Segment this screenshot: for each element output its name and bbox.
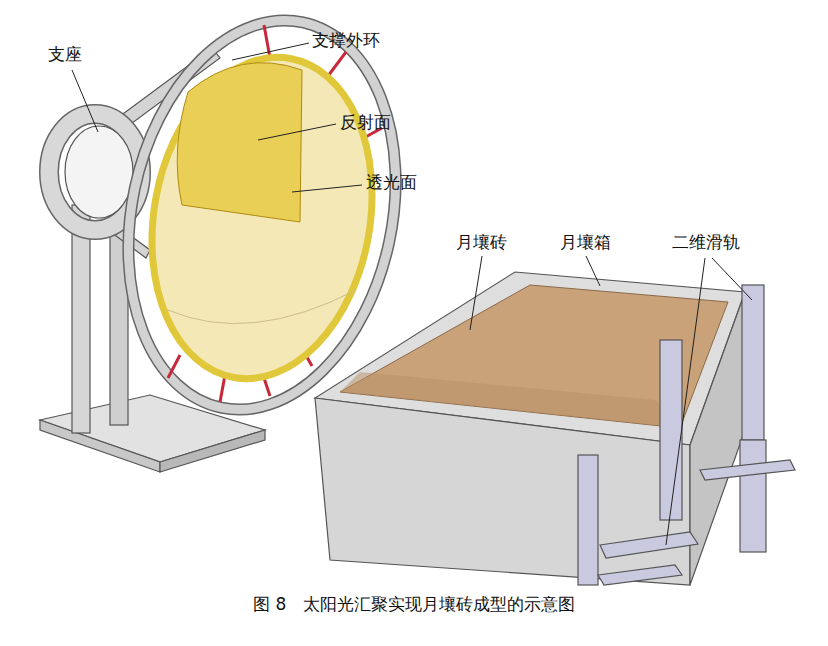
part-label: 二维滑轨 [672, 232, 740, 252]
part-label: 月壤箱 [560, 232, 611, 252]
part-label: 支座 [48, 44, 82, 64]
rails [578, 285, 795, 585]
concentrator-dish [128, 40, 397, 397]
figure-caption: 图 8 太阳光汇聚实现月壤砖成型的示意图 [253, 594, 575, 614]
part-label: 月壤砖 [456, 232, 507, 252]
regolith-box [315, 272, 745, 585]
leader-lines [72, 43, 752, 545]
part-label: 支撑外环 [312, 30, 380, 50]
part-label: 反射面 [340, 112, 391, 132]
part-label: 透光面 [366, 172, 417, 192]
